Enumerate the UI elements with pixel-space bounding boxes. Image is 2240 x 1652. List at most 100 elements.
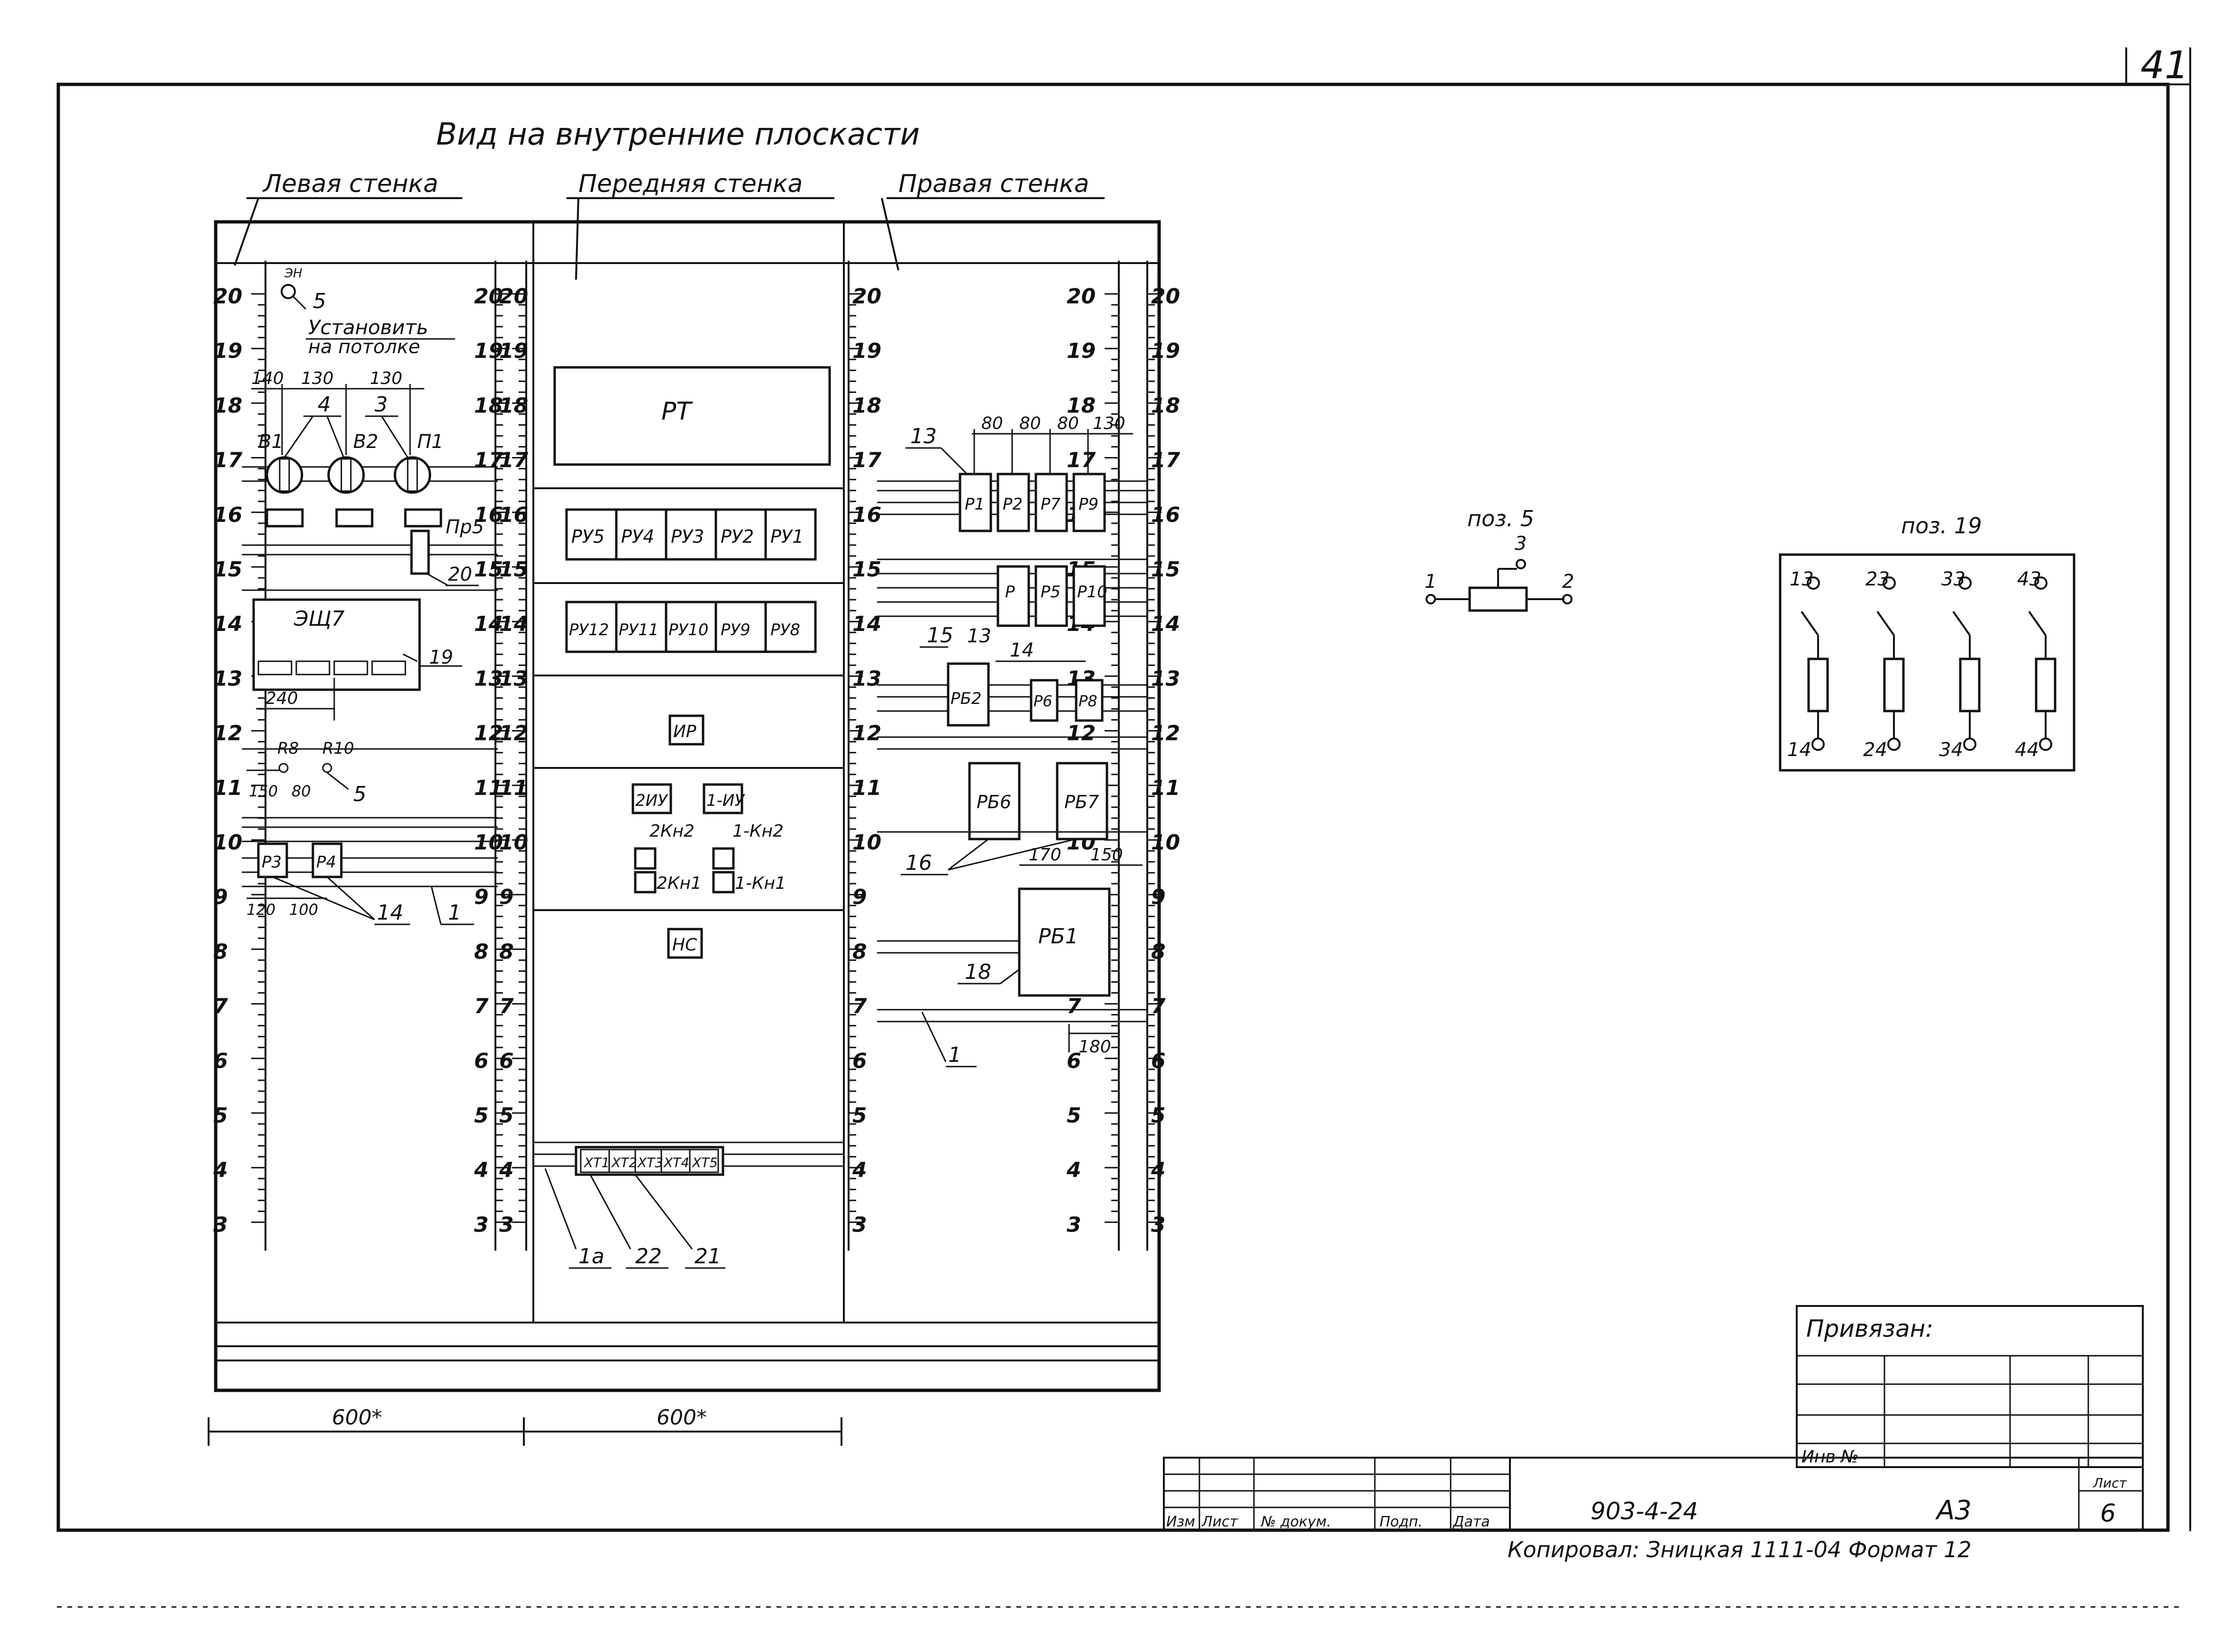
ruler-mark: 20	[1151, 284, 1180, 309]
fuse-top-label: 43	[2017, 568, 2041, 590]
outer-border	[56, 82, 2170, 1532]
dim-180: 180	[1079, 1037, 1111, 1057]
front-wall-leader	[575, 198, 579, 280]
switch-callout-3: 3	[375, 392, 388, 417]
relay-p9-label: Р9	[1079, 495, 1098, 514]
sheet-number: 41	[2140, 43, 2189, 87]
ruler-mark: 17	[1067, 448, 1096, 473]
block-1iu	[703, 783, 743, 814]
callout-22: 22	[635, 1244, 662, 1269]
relay-p7-label: Р7	[1041, 495, 1061, 514]
block-1iu-label: 1-ИУ	[706, 791, 745, 810]
fuse-bottom-label: 14	[1787, 739, 1811, 761]
switch-b1	[265, 456, 303, 494]
ru5-block	[565, 508, 618, 561]
fuse-bottom-label: 44	[2015, 739, 2039, 761]
callout-1a: 1а	[578, 1244, 604, 1269]
callout-19: 19	[429, 647, 453, 668]
ruler-mark: 6	[474, 1049, 489, 1073]
fuse-bottom-label: 24	[1863, 739, 1887, 761]
pos5-terminal-3	[1516, 559, 1526, 569]
left-wall-header: Левая стенка	[262, 170, 439, 198]
ruler-mark: 9	[213, 885, 228, 909]
relay-rb7-label: РБ7	[1064, 792, 1099, 812]
ruler-mark: 14	[1151, 612, 1180, 636]
ruler-mark: 7	[499, 995, 514, 1019]
ruler-mark: 18	[852, 393, 881, 418]
callout-20: 20	[448, 564, 472, 585]
relay-rb1	[1018, 887, 1111, 997]
ruler-mark: 7	[852, 995, 867, 1019]
fuse-switch-blade	[2028, 611, 2047, 636]
switch-b2	[327, 456, 365, 494]
lamp-note-1: Установить	[308, 316, 428, 339]
relays-row-3: РБ2 Р6 Р8	[947, 662, 1104, 727]
relay-rb2-label: РБ2	[951, 689, 981, 708]
pos5-term-1: 1	[1425, 571, 1436, 593]
button-2kn2	[634, 847, 657, 870]
pos5-terminal-2	[1562, 594, 1573, 604]
ruler-mark: 4	[1151, 1158, 1166, 1182]
kn-label-1kn2: 1-Кн2	[732, 821, 784, 841]
drawing-frame	[56, 47, 2191, 1608]
ruler-mark: 13	[213, 666, 242, 691]
resistor-r8: R8	[277, 739, 299, 758]
terminal-strip	[575, 1146, 724, 1176]
stamp-col-podp: Подп.	[1380, 1514, 1423, 1530]
ruler-mark: 16	[474, 503, 503, 527]
switch-b2-handle	[340, 458, 352, 492]
esch7-module-4	[371, 660, 406, 675]
ruler-mark: 16	[213, 503, 242, 527]
ruler-mark: 7	[1151, 995, 1166, 1019]
ru1-block	[764, 508, 817, 561]
ruler-mark: 8	[474, 940, 489, 964]
callout-14-leader-a	[272, 876, 375, 921]
ruler-mark: 8	[1151, 940, 1166, 964]
ruler-mark: 12	[474, 721, 503, 746]
callout-4-leader-b	[326, 416, 345, 458]
right-dim-2: 80	[1019, 414, 1041, 433]
relay-p6	[1030, 679, 1059, 722]
width-dim-left: 600*	[332, 1406, 382, 1430]
relay-p8-label: Р8	[1079, 692, 1097, 710]
switch-b1-handle	[279, 458, 290, 492]
stamp-box	[1163, 1457, 2144, 1531]
block-ir-label: ИР	[673, 722, 696, 741]
switch-p1	[393, 456, 431, 494]
fuse-body	[1807, 657, 1829, 712]
callout-1-right: 1	[948, 1043, 961, 1067]
ruler-mark: 12	[852, 721, 881, 746]
ruler-mark: 14	[474, 612, 503, 636]
ru12-label: РУ12	[569, 621, 609, 639]
ruler-mark: 15	[852, 557, 881, 582]
pos5-potentiometer-detail: поз. 5 1 2 3	[1425, 506, 1574, 612]
ruler-mark: 10	[213, 831, 242, 855]
terminal-xt1-label: ХТ1	[583, 1155, 610, 1170]
ruler-mark: 8	[499, 940, 514, 964]
ruler-mark: 9	[474, 885, 489, 909]
right-dim-1: 80	[981, 414, 1003, 433]
panel-esch7-label: ЭЩ7	[293, 607, 345, 631]
ruler-mark: 11	[852, 776, 881, 800]
switch-p1-handle	[407, 458, 418, 492]
cabinet-outline	[214, 220, 1161, 1392]
callout-16-leader-a	[948, 838, 989, 871]
ruler-mark: 6	[1151, 1049, 1166, 1073]
ruler-mark: 10	[1151, 831, 1180, 855]
relay-p8	[1075, 679, 1104, 722]
ruler-mark: 3	[499, 1213, 514, 1237]
relay-rb1-label: РБ1	[1038, 924, 1079, 949]
relay-p10	[1072, 565, 1106, 627]
ruler-mark: 11	[1151, 776, 1180, 800]
terminal-xt2-label: ХТ2	[611, 1155, 637, 1170]
ruler-mark: 4	[499, 1158, 514, 1182]
relay-p	[997, 565, 1030, 627]
relay-rb6-label: РБ6	[977, 792, 1011, 812]
esch7-module-3	[333, 660, 368, 675]
callout-22-leader	[589, 1174, 631, 1250]
block-rt-label: РТ	[661, 397, 693, 426]
ru9-block	[714, 601, 767, 653]
front-wall-header: Передняя стенка	[578, 170, 803, 198]
